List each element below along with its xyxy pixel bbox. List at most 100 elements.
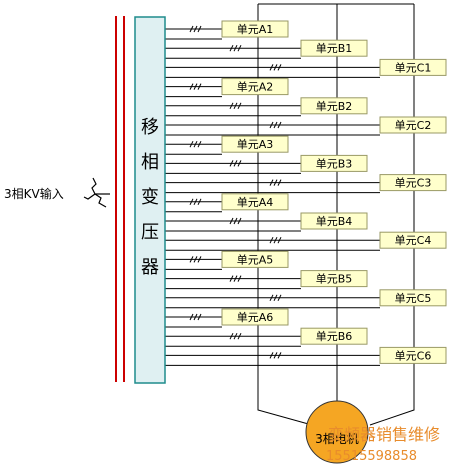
transformer-char-5: 器	[141, 257, 159, 278]
unit-label: 单元A5	[237, 253, 274, 266]
unit-label: 单元C6	[395, 349, 432, 362]
motor-label: 3相电机	[315, 432, 359, 446]
unit-box	[221, 20, 289, 38]
three-wire-mark	[193, 140, 198, 148]
input-label: 3相KV输入	[4, 186, 64, 201]
three-wire-mark	[193, 83, 198, 90]
feeder-lines	[165, 25, 380, 366]
unit-box	[379, 174, 447, 192]
transformer-char-3: 变	[141, 187, 159, 208]
three-wire-mark	[229, 44, 234, 52]
three-wire-mark	[197, 140, 202, 148]
unit-box	[379, 116, 447, 134]
three-wire-mark	[237, 160, 242, 167]
unit-label: 单元C5	[395, 292, 432, 305]
transformer-char-4: 压	[141, 222, 159, 243]
three-wire-mark	[277, 294, 282, 302]
unit-label: 单元C2	[395, 119, 432, 132]
unit-label: 单元C3	[395, 177, 432, 190]
unit-label: 单元B6	[316, 330, 353, 343]
unit-box	[300, 212, 368, 230]
watermark-line-2: 15515598858	[326, 449, 417, 464]
unit-box	[221, 78, 289, 96]
three-wire-mark	[269, 64, 274, 71]
unit-box	[221, 193, 289, 211]
three-wire-mark	[237, 332, 242, 340]
unit-label: 单元B3	[316, 157, 353, 170]
three-wire-mark	[193, 25, 198, 33]
unit-box	[300, 97, 368, 115]
three-wire-mark	[233, 217, 238, 225]
three-phase-star-icon	[83, 177, 110, 208]
unit-label: 单元B5	[316, 273, 353, 286]
transformer-char-2: 相	[141, 152, 159, 173]
three-wire-mark	[269, 179, 274, 186]
three-wire-mark	[269, 352, 274, 359]
three-wire-mark	[237, 102, 242, 110]
unit-label: 单元C4	[395, 234, 432, 247]
three-wire-mark	[197, 25, 202, 33]
three-wire-mark	[193, 313, 198, 321]
three-wire-mark	[277, 64, 282, 71]
three-wire-mark	[197, 313, 202, 321]
phase-shifting-transformer	[134, 16, 166, 384]
three-wire-mark	[273, 236, 278, 244]
three-wire-mark	[237, 44, 242, 52]
three-wire-mark	[269, 294, 274, 302]
three-wire-mark	[277, 121, 282, 129]
motor-lead-right	[369, 382, 415, 426]
unit-box	[221, 135, 289, 153]
three-wire-mark	[229, 275, 234, 282]
three-wire-mark	[233, 332, 238, 340]
three-wire-mark	[277, 179, 282, 186]
three-wire-mark	[237, 275, 242, 282]
three-wire-mark	[277, 236, 282, 244]
unit-label: 单元B1	[316, 42, 353, 55]
unit-box	[379, 346, 447, 364]
three-wire-mark	[229, 160, 234, 167]
three-wire-mark	[189, 198, 194, 206]
unit-box	[379, 289, 447, 307]
three-wire-mark	[197, 198, 202, 206]
three-wire-mark	[189, 83, 194, 90]
three-wire-mark	[189, 140, 194, 148]
three-wire-mark	[197, 83, 202, 90]
transformer-char-1: 移	[141, 117, 159, 138]
three-wire-mark	[233, 275, 238, 282]
unit-label: 单元B4	[316, 215, 353, 228]
three-wire-mark	[189, 256, 194, 263]
unit-label: 单元B2	[316, 100, 353, 113]
unit-box	[379, 231, 447, 249]
three-wire-mark	[269, 236, 274, 244]
three-wire-mark	[273, 64, 278, 71]
unit-box	[221, 308, 289, 326]
three-wire-mark	[233, 44, 238, 52]
unit-label: 单元A4	[237, 196, 274, 209]
three-wire-mark	[233, 102, 238, 110]
unit-box	[300, 327, 368, 345]
unit-label: 单元A6	[237, 311, 274, 324]
three-wire-mark	[237, 217, 242, 225]
unit-box	[379, 58, 447, 76]
three-wire-mark	[197, 256, 202, 263]
three-wire-mark	[193, 256, 198, 263]
motor-lead-left	[257, 382, 313, 426]
three-wire-mark	[269, 121, 274, 129]
unit-box	[300, 270, 368, 288]
unit-label: 单元A3	[237, 138, 274, 151]
power-units: 单元A1单元B1单元C1单元A2单元B2单元C2单元A3单元B3单元C3单元A4…	[221, 20, 447, 364]
three-wire-mark	[273, 121, 278, 129]
three-wire-mark	[193, 198, 198, 206]
unit-box	[300, 39, 368, 57]
unit-label: 单元A1	[237, 23, 274, 36]
three-wire-mark	[229, 102, 234, 110]
three-wire-mark	[233, 160, 238, 167]
three-wire-mark	[189, 313, 194, 321]
three-wire-mark	[273, 352, 278, 359]
three-wire-mark	[229, 332, 234, 340]
unit-label: 单元A2	[237, 81, 274, 94]
watermark-line-1: 变频器销售维修	[328, 425, 440, 444]
three-wire-mark	[229, 217, 234, 225]
three-wire-mark	[189, 25, 194, 33]
